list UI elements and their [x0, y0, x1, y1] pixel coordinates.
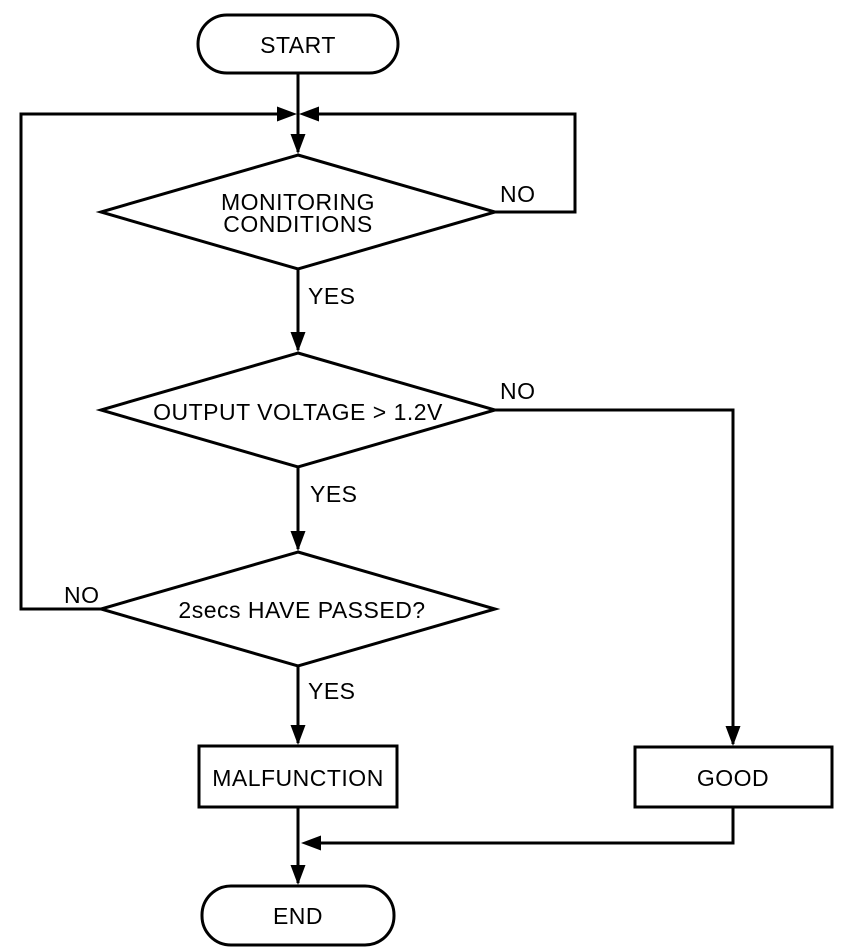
monitoring-conditions-label-line2: CONDITIONS — [223, 211, 372, 237]
monitoring-yes-label: YES — [308, 283, 356, 309]
two-secs-no-label: NO — [64, 582, 100, 608]
arrowhead-into-good — [725, 726, 741, 746]
monitoring-no-label: NO — [500, 181, 536, 207]
output-voltage-yes-label: YES — [310, 481, 358, 507]
edge-output-voltage-no — [495, 408, 735, 744]
malfunction-process-shape — [197, 744, 399, 809]
two-secs-label: 2secs HAVE PASSED? — [178, 597, 425, 623]
monitoring-conditions-label-line1: MONITORING — [221, 189, 375, 215]
output-voltage-decision-shape — [95, 351, 501, 469]
output-voltage-label: OUTPUT VOLTAGE > 1.2V — [153, 399, 443, 425]
two-secs-yes-label: YES — [308, 678, 356, 704]
start-label: START — [260, 32, 336, 58]
output-voltage-no-label: NO — [500, 378, 536, 404]
arrowhead-into-output-voltage — [290, 332, 306, 352]
good-label: GOOD — [697, 765, 769, 791]
arrowhead-into-malfunction — [290, 725, 306, 745]
two-secs-decision-shape — [95, 550, 501, 668]
edge-two-secs-no-loop — [19, 112, 281, 611]
arrowhead-merge-into-end-line — [301, 835, 321, 851]
arrowhead-left-into-junction — [277, 106, 297, 122]
end-label: END — [273, 903, 323, 929]
arrowhead-into-end — [290, 865, 306, 885]
end-terminator-shape — [200, 884, 396, 947]
edge-good-to-merge — [320, 807, 735, 845]
arrowhead-right-into-junction — [299, 106, 319, 122]
monitoring-conditions-decision-shape — [95, 153, 501, 271]
arrowhead-into-monitoring — [290, 134, 306, 154]
malfunction-label: MALFUNCTION — [212, 765, 384, 791]
good-process-shape — [633, 745, 834, 809]
start-terminator-shape — [196, 13, 400, 75]
arrowhead-into-two-secs — [290, 531, 306, 551]
edge-monitoring-no-loop — [317, 112, 577, 214]
